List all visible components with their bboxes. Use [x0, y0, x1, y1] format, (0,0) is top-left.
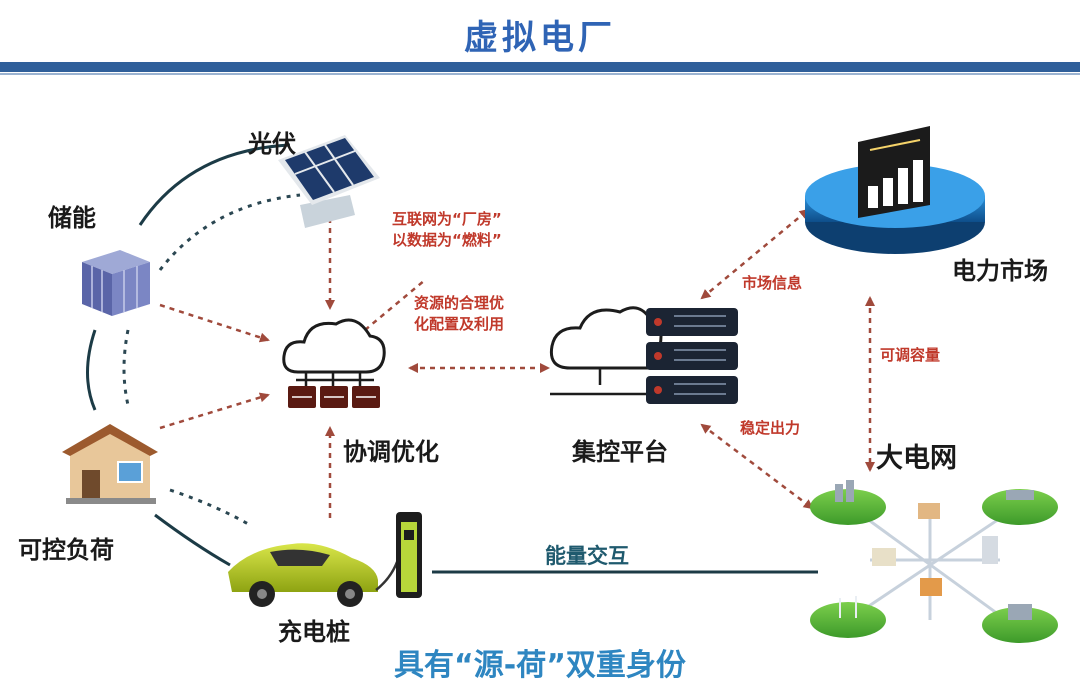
- annotation-internet-factory: 互联网为“厂房”: [392, 210, 502, 228]
- page-title: 虚拟电厂: [464, 18, 616, 58]
- coordination-cloud-icon: [282, 318, 386, 408]
- arrow-load-to-coordination: [159, 392, 270, 430]
- title-divider-thin: [0, 73, 1080, 75]
- footer-caption: 具有“源-荷”双重身份: [394, 648, 686, 683]
- arrow-platform-market: [700, 208, 810, 300]
- annotation-resource-1: 资源的合理优: [414, 294, 505, 312]
- charging-pile-icon: [375, 512, 422, 598]
- house-icon: [62, 424, 158, 504]
- title-divider: [0, 62, 1080, 72]
- annotation-market-info: 市场信息: [742, 274, 803, 292]
- market-disc-icon: [805, 126, 985, 254]
- annotation-energy-exchange: 能量交互: [545, 544, 629, 568]
- ev-car-icon: [228, 543, 378, 607]
- annotation-adjustable-capacity: 可调容量: [880, 346, 941, 364]
- arrow-platform-grid: [700, 423, 814, 510]
- leader-resource-note: [364, 279, 426, 331]
- arrow-storage-to-coordination: [159, 303, 270, 343]
- left-dotted-arcs: [122, 193, 301, 527]
- node-label-load: 可控负荷: [18, 536, 114, 564]
- annotation-stable-output: 稳定出力: [740, 419, 801, 437]
- grid-network-icon: [810, 480, 1058, 643]
- node-label-coordination: 协调优化: [343, 438, 439, 466]
- storage-battery-icon: [82, 250, 150, 316]
- node-label-charger: 充电桩: [278, 618, 350, 646]
- flow-arrows: [159, 208, 875, 518]
- annotation-data-fuel: 以数据为“燃料”: [392, 231, 502, 249]
- node-label-storage: 储能: [48, 204, 96, 232]
- solar-panel-icon: [278, 135, 380, 228]
- node-label-solar: 光伏: [248, 130, 296, 158]
- node-label-market: 电力市场: [952, 257, 1048, 285]
- node-label-grid: 大电网: [876, 443, 957, 474]
- annotation-resource-2: 化配置及利用: [414, 315, 505, 333]
- platform-server-icon: [549, 306, 738, 404]
- node-label-platform: 集控平台: [572, 438, 668, 466]
- left-connection-arcs: [86, 143, 291, 567]
